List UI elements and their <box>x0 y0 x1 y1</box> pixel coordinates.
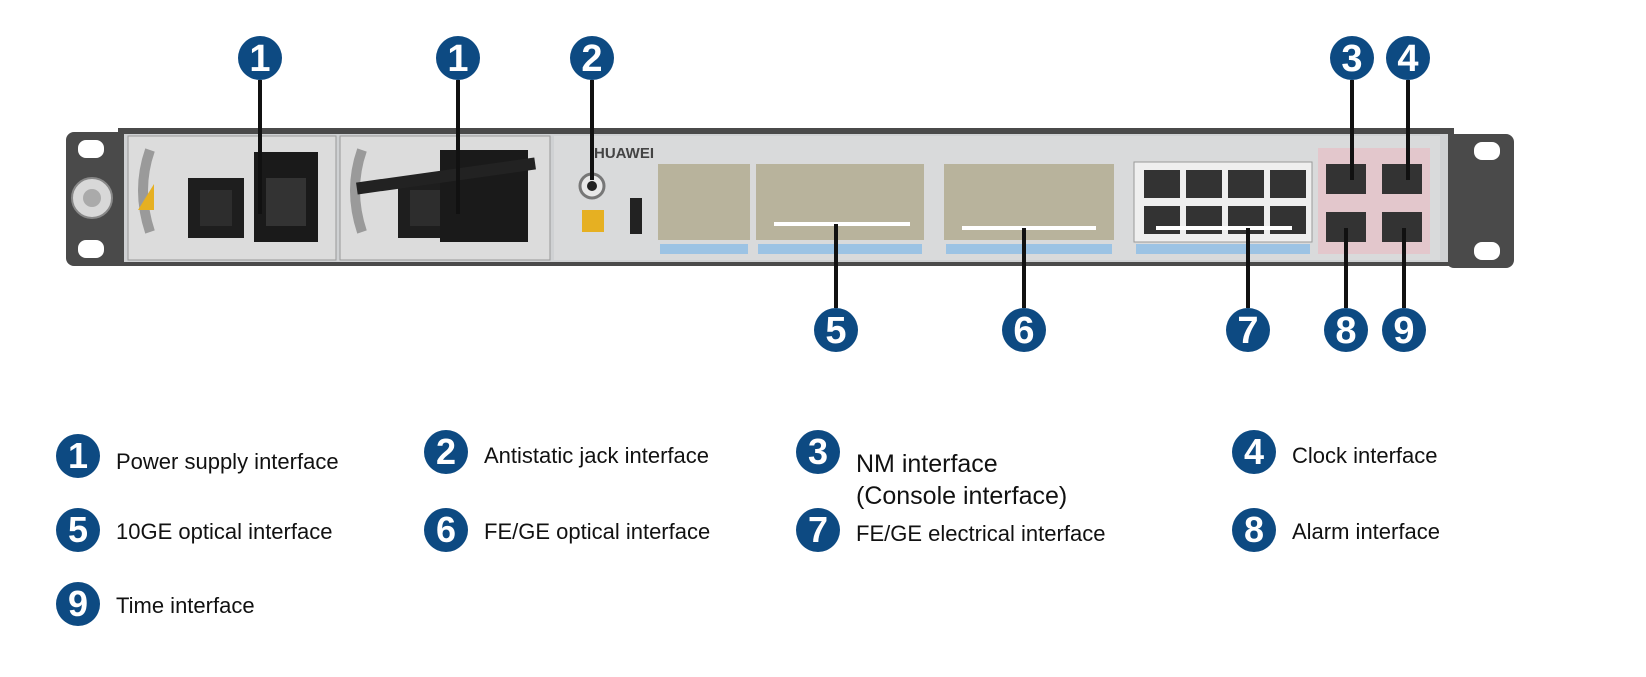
svg-text:6: 6 <box>1013 310 1034 352</box>
sfp-fege <box>944 164 1114 254</box>
legend-num-7: 7 <box>796 508 840 552</box>
sfp-10ge <box>658 164 924 254</box>
callout-7-fege-electrical: 7 <box>1226 308 1270 352</box>
legend-item-3: 3 NM interface (Console interface) <box>796 430 1067 512</box>
legend-num-1: 1 <box>56 434 100 478</box>
legend-num-5: 5 <box>56 508 100 552</box>
callout-8-alarm: 8 <box>1324 308 1368 352</box>
svg-text:7: 7 <box>1237 310 1258 352</box>
svg-text:9: 9 <box>1393 310 1414 352</box>
callout-5-10ge: 5 <box>814 308 858 352</box>
svg-text:2: 2 <box>581 38 602 80</box>
legend-num-9: 9 <box>56 582 100 626</box>
callout-6-fege-optical: 6 <box>1002 308 1046 352</box>
legend-text-9: Time interface <box>116 593 255 618</box>
legend-text-1: Power supply interface <box>116 449 339 474</box>
callout-2-antistatic: 2 <box>570 36 614 80</box>
legend-item-2: 2 Antistatic jack interface <box>424 430 709 474</box>
callout-1-power-slot-1: 1 <box>238 36 282 80</box>
legend-text-7: FE/GE electrical interface <box>856 521 1106 546</box>
callout-badges: 1 1 2 3 4 5 6 7 8 9 <box>238 36 1430 352</box>
rack-ear-right <box>1446 134 1514 268</box>
legend-text-6: FE/GE optical interface <box>484 519 711 544</box>
svg-text:4: 4 <box>1397 38 1418 80</box>
legend-text-5: 10GE optical interface <box>116 519 333 544</box>
legend-item-4: 4 Clock interface <box>1232 430 1438 474</box>
leader-lines <box>258 80 1410 308</box>
brand-logo: HUAWEI <box>594 145 654 162</box>
legend-num-4: 4 <box>1232 430 1276 474</box>
power-slot-1 <box>127 135 337 261</box>
legend-item-6: 6 FE/GE optical interface <box>424 508 710 552</box>
legend-num-2: 2 <box>424 430 468 474</box>
rj45-fege <box>1133 161 1313 254</box>
legend-item-8: 8 Alarm interface <box>1232 508 1440 552</box>
power-slot-2 <box>339 135 551 261</box>
legend-item-5: 5 10GE optical interface <box>56 508 332 552</box>
legend-num-3: 3 <box>796 430 840 474</box>
legend-text-2: Antistatic jack interface <box>484 443 709 468</box>
svg-text:5: 5 <box>825 310 846 352</box>
svg-text:3: 3 <box>1341 38 1362 80</box>
legend-num-6: 6 <box>424 508 468 552</box>
callout-3-nm: 3 <box>1330 36 1374 80</box>
legend-item-7: 7 FE/GE electrical interface <box>796 508 1105 552</box>
legend-text-8: Alarm interface <box>1292 519 1440 544</box>
legend-num-8: 8 <box>1232 508 1276 552</box>
clock-port <box>1382 164 1422 194</box>
svg-text:8: 8 <box>1335 310 1356 352</box>
legend-item-9: 9 Time interface <box>56 582 255 626</box>
legend-text-4: Clock interface <box>1292 443 1438 468</box>
callout-4-clock: 4 <box>1386 36 1430 80</box>
svg-text:1: 1 <box>447 38 468 80</box>
legend-item-1: 1 Power supply interface <box>56 434 339 478</box>
svg-text:1: 1 <box>249 38 270 80</box>
device-diagram: HUAWEI <box>66 36 1514 352</box>
callout-9-time: 9 <box>1382 308 1426 352</box>
legend-text-3: NM interface (Console interface) <box>856 450 1068 510</box>
nm-port <box>1326 164 1366 194</box>
usb-port <box>630 198 642 234</box>
callout-1-power-slot-2: 1 <box>436 36 480 80</box>
